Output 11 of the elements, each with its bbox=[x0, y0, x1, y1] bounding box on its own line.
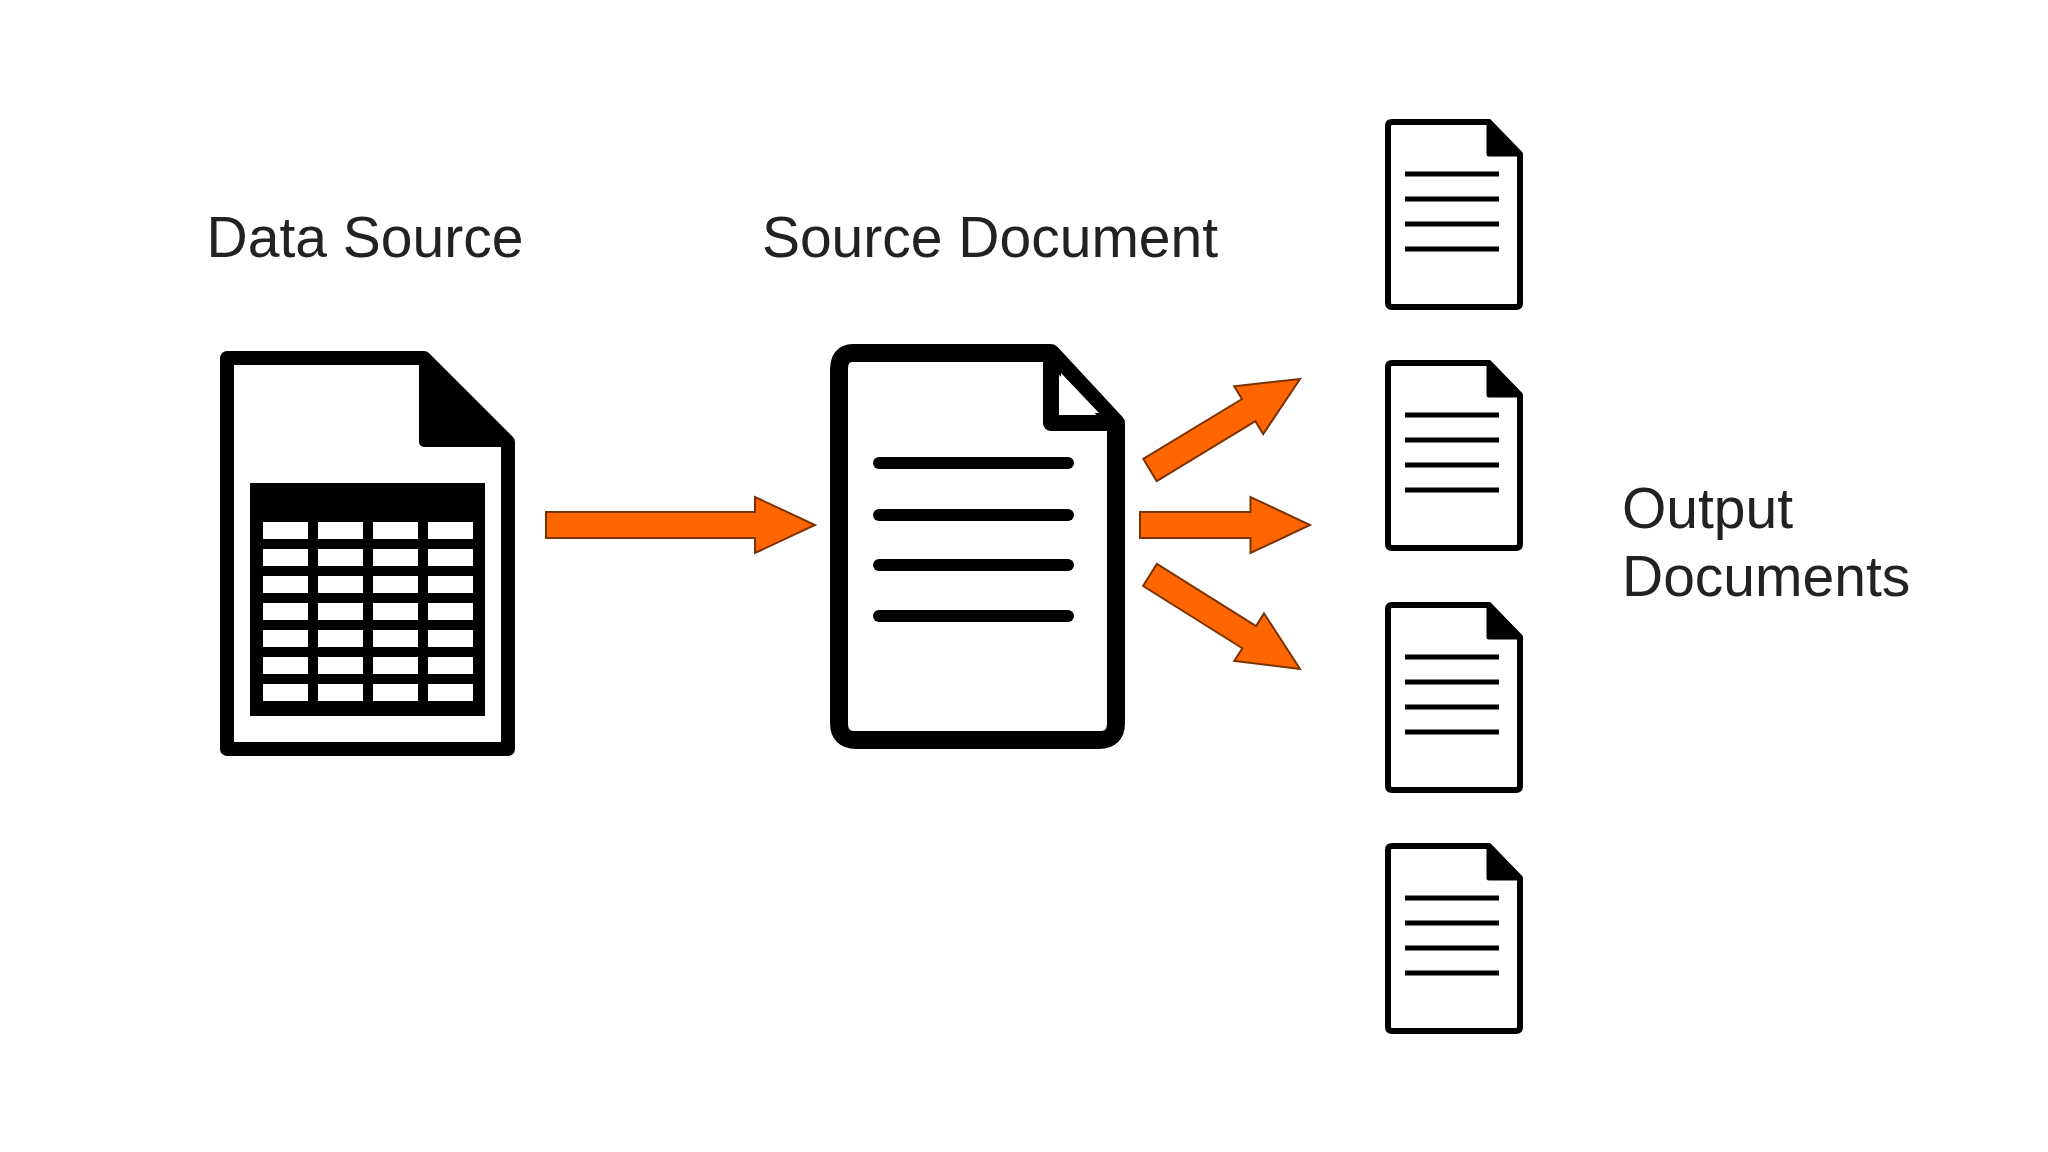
block-arrow bbox=[1139, 495, 1313, 555]
document-shape bbox=[1384, 118, 1524, 311]
document-shape bbox=[1384, 842, 1524, 1035]
block-arrow bbox=[1141, 562, 1302, 671]
block-arrow bbox=[1141, 377, 1303, 483]
group-label: Output Documents bbox=[1622, 475, 1912, 610]
node-heading: Data Source bbox=[205, 205, 525, 269]
document-shape bbox=[1384, 601, 1524, 794]
block-arrow bbox=[545, 495, 818, 555]
document-shape bbox=[1384, 359, 1524, 552]
node-heading: Source Document bbox=[760, 205, 1220, 269]
